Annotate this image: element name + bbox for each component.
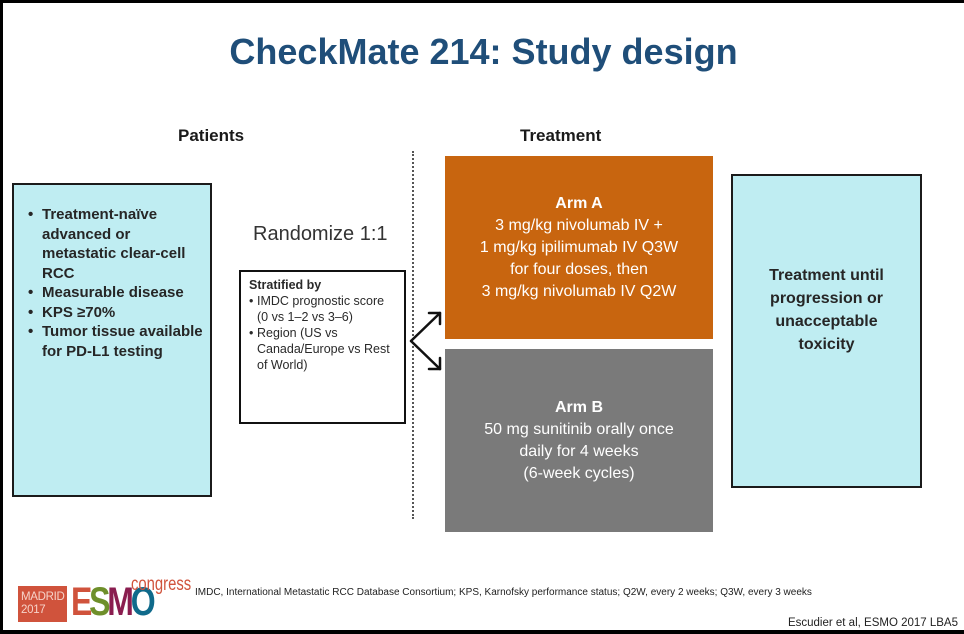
stratification-title: Stratified by bbox=[249, 278, 322, 292]
dotted-divider bbox=[412, 151, 414, 519]
logo-madrid-badge: MADRID 2017 bbox=[18, 586, 67, 622]
criteria-item: •KPS ≥70% bbox=[28, 303, 116, 321]
stratification-box: Stratified by •IMDC prognostic score (0 … bbox=[239, 270, 406, 424]
arm-b-box: Arm B 50 mg sunitinib orally once daily … bbox=[445, 349, 713, 532]
arm-a-line: 3 mg/kg nivolumab IV + bbox=[495, 217, 663, 234]
bullet-icon: • bbox=[249, 294, 254, 308]
abbreviations-footnote: IMDC, International Metastatic RCC Datab… bbox=[195, 587, 812, 598]
arm-a-line: 1 mg/kg ipilimumab IV Q3W bbox=[479, 239, 679, 256]
treatment-duration-line: unacceptable bbox=[775, 313, 878, 330]
bullet-icon: • bbox=[28, 206, 34, 223]
treatment-duration-line: progression or bbox=[770, 290, 883, 307]
arm-a-box: Arm A 3 mg/kg nivolumab IV + 1 mg/kg ipi… bbox=[445, 156, 713, 339]
treatment-duration-box: Treatment until progression or unaccepta… bbox=[731, 174, 922, 488]
patients-criteria-list: •Treatment-naïve advanced or metastatic … bbox=[28, 205, 208, 361]
esmo-congress-logo: MADRID 2017 ESMO congress bbox=[18, 574, 193, 624]
logo-congress-text: congress bbox=[131, 574, 192, 595]
bullet-icon: • bbox=[28, 323, 34, 340]
arm-b-line: 50 mg sunitinib orally once bbox=[484, 421, 674, 438]
stratification-item: •IMDC prognostic score (0 vs 1–2 vs 3–6) bbox=[249, 294, 385, 324]
arm-b-line: daily for 4 weeks bbox=[519, 443, 639, 460]
slide: CheckMate 214: Study design Patients Tre… bbox=[3, 3, 964, 630]
split-arrow-icon bbox=[409, 311, 442, 371]
citation: Escudier et al, ESMO 2017 LBA5 bbox=[787, 617, 958, 629]
logo-esmo-wordmark: ESMO bbox=[71, 580, 156, 624]
arm-b-title: Arm B bbox=[554, 399, 603, 416]
arm-a-line: 3 mg/kg nivolumab IV Q2W bbox=[481, 283, 677, 300]
bullet-icon: • bbox=[28, 303, 34, 321]
arm-a-title: Arm A bbox=[555, 195, 603, 212]
randomize-label: Randomize 1:1 bbox=[253, 223, 388, 245]
slide-title: CheckMate 214: Study design bbox=[229, 31, 738, 72]
bullet-icon: • bbox=[249, 326, 254, 340]
arrowhead-up-icon bbox=[427, 311, 442, 326]
arrow-to-arm-b bbox=[409, 339, 442, 371]
patients-heading: Patients bbox=[178, 126, 245, 145]
arm-b-line: (6-week cycles) bbox=[523, 465, 635, 482]
arm-a-line: for four doses, then bbox=[510, 261, 648, 278]
bullet-icon: • bbox=[28, 284, 34, 301]
arrow-to-arm-a bbox=[409, 311, 442, 343]
treatment-heading: Treatment bbox=[520, 126, 602, 145]
treatment-duration-line: toxicity bbox=[798, 336, 855, 353]
arrowhead-down-icon bbox=[427, 356, 442, 371]
criteria-item: •Measurable disease bbox=[28, 284, 184, 301]
criteria-item: •Tumor tissue available for PD-L1 testin… bbox=[28, 323, 203, 360]
stratification-item: •Region (US vs Canada/Europe vs Rest of … bbox=[249, 326, 390, 372]
patients-criteria-box: •Treatment-naïve advanced or metastatic … bbox=[12, 183, 212, 497]
treatment-duration-line: Treatment until bbox=[769, 267, 884, 284]
criteria-item: •Treatment-naïve advanced or metastatic … bbox=[28, 206, 186, 282]
